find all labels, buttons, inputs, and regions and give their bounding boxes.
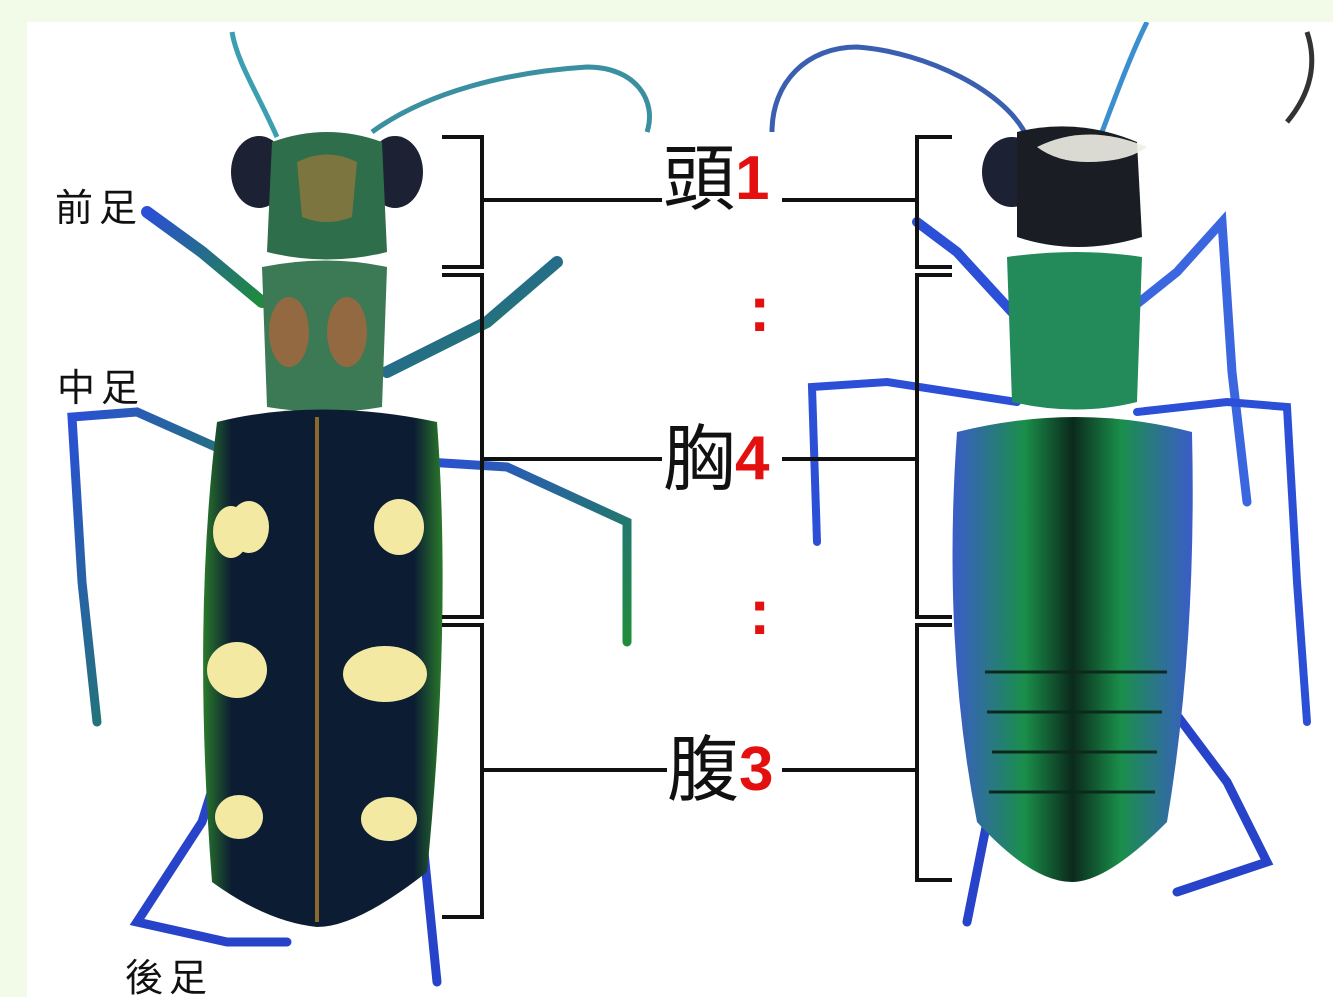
bracket-abdomen-left	[442, 625, 482, 917]
bracket-abdomen-right	[917, 625, 952, 880]
elytra-spot	[374, 499, 424, 555]
dorsal-front-leg-right	[387, 262, 557, 372]
ventral-abdomen	[953, 417, 1193, 882]
ratio-colon-lower: :	[749, 580, 770, 644]
abdomen-label: 腹 3	[667, 725, 774, 815]
elytra-spot	[207, 642, 267, 698]
dorsal-antenna-right	[372, 67, 650, 132]
head-label-name: 頭	[663, 143, 735, 215]
ventral-antenna-right	[1102, 22, 1147, 132]
middle-leg-label: 中足	[57, 357, 145, 412]
elytra-spot	[215, 795, 263, 839]
abdomen-label-name: 腹	[667, 734, 739, 806]
ventral-antenna-left	[772, 47, 1027, 137]
dorsal-front-leg-left	[147, 212, 262, 302]
right-brackets	[782, 137, 952, 880]
abdomen-label-count: 3	[739, 739, 773, 801]
bracket-head-left	[442, 137, 482, 267]
thorax-label-count: 4	[735, 428, 769, 490]
left-brackets	[442, 137, 667, 917]
front-leg-label: 前足	[55, 177, 143, 232]
ratio-colon-upper: :	[749, 277, 770, 341]
beetle-photo-panel: 前足 中足 後足 頭 1 胸 4 腹 3 : :	[27, 22, 1333, 997]
hind-leg-label: 後足	[125, 947, 213, 997]
elytra-spot	[229, 501, 269, 553]
bracket-thorax-right	[917, 275, 952, 617]
elytra-spot	[361, 797, 417, 841]
dorsal-beetle	[72, 32, 650, 982]
thorax-label: 胸 4	[663, 414, 770, 504]
head-label-count: 1	[735, 148, 769, 210]
ventral-thorax	[1007, 252, 1142, 410]
head-label: 頭 1	[663, 134, 770, 224]
ventral-beetle	[772, 22, 1312, 922]
dorsal-antenna-left	[232, 32, 277, 137]
elytra-spot	[343, 646, 427, 702]
thorax-label-name: 胸	[663, 423, 735, 495]
